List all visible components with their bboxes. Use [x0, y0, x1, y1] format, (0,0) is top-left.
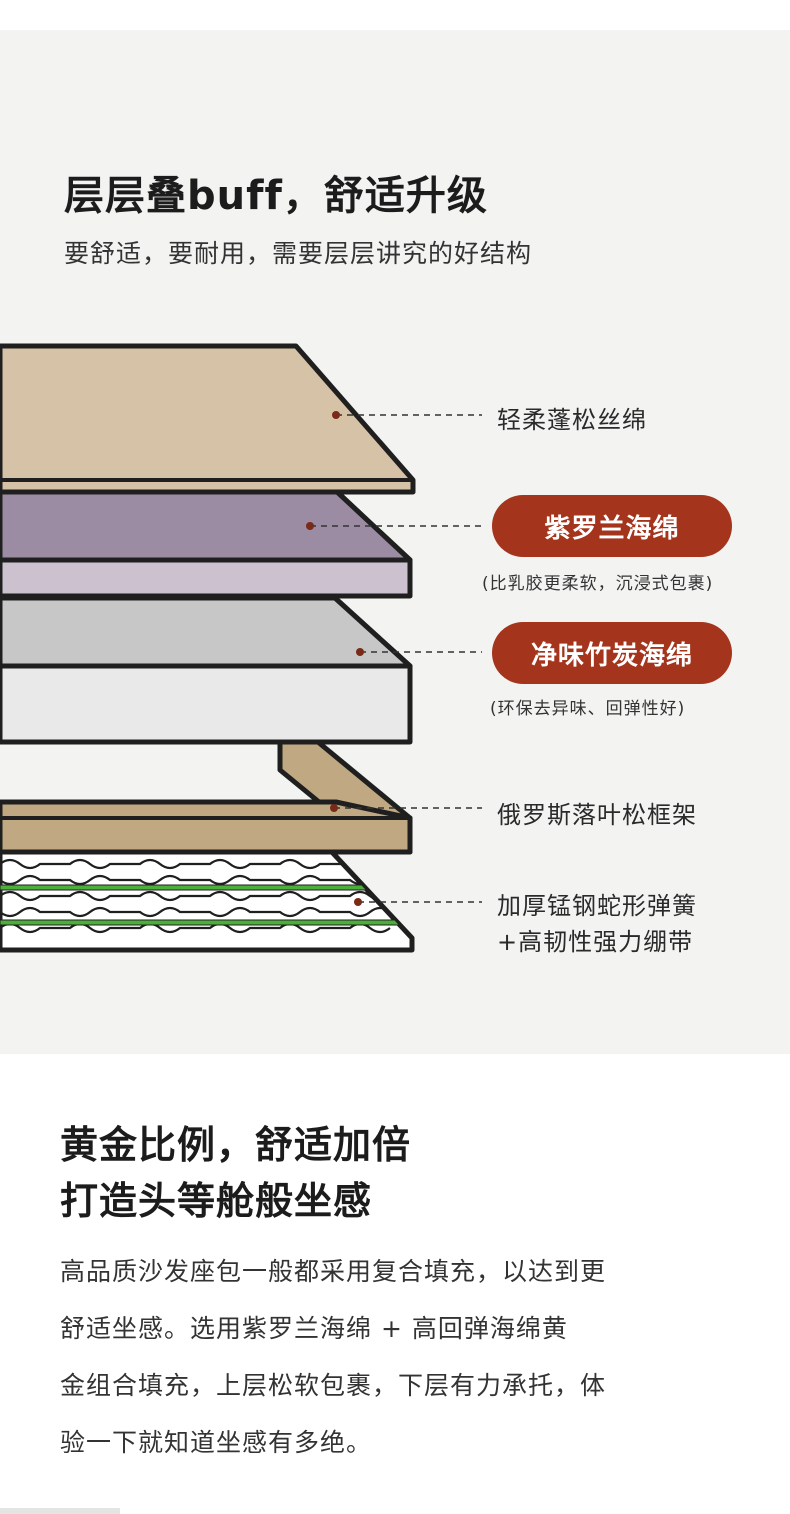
layer-label-fiber: 轻柔蓬松丝绵	[497, 406, 647, 434]
fiber-layer	[0, 343, 416, 495]
paragraph-line-3: 金组合填充，上层松软包裹，下层有力承托，体	[60, 1371, 607, 1400]
paragraph-line-2: 舒适坐感。选用紫罗兰海绵 + 高回弹海绵黄	[60, 1314, 568, 1343]
layer-badge-charcoal: 净味竹炭海绵	[492, 622, 732, 684]
paragraph-line-4: 验一下就知道坐感有多绝。	[60, 1428, 373, 1457]
paragraph-line-1: 高品质沙发座包一般都采用复合填充，以达到更	[60, 1257, 607, 1286]
spring-layer	[0, 847, 415, 953]
layer-label-spring-2: +高韧性强力绷带	[497, 928, 694, 956]
layer-badge-violet: 紫罗兰海绵	[492, 495, 732, 557]
footer-divider	[0, 1508, 120, 1514]
layer-label-frame: 俄罗斯落叶松框架	[497, 801, 697, 829]
section-subtitle: 要舒适，要耐用，需要层层讲究的好结构	[64, 239, 533, 268]
charcoal-sponge-layer	[0, 595, 413, 745]
section-title: 层层叠buff，舒适升级	[64, 173, 488, 219]
layer-label-spring-1: 加厚锰钢蛇形弹簧	[497, 892, 697, 920]
violet-sponge-layer	[0, 487, 413, 599]
layer-note-violet: (比乳胶更柔软，沉浸式包裹)	[482, 574, 714, 594]
leader-dots	[306, 411, 364, 906]
sofa-layers-illustration	[0, 343, 482, 953]
frame-layer	[0, 739, 413, 855]
section2-title-line1: 黄金比例，舒适加倍	[60, 1123, 412, 1167]
leader-lines	[310, 414, 482, 903]
layer-note-charcoal: (环保去异味、回弹性好)	[490, 699, 686, 719]
section2-title-line2: 打造头等舱般坐感	[60, 1179, 373, 1223]
